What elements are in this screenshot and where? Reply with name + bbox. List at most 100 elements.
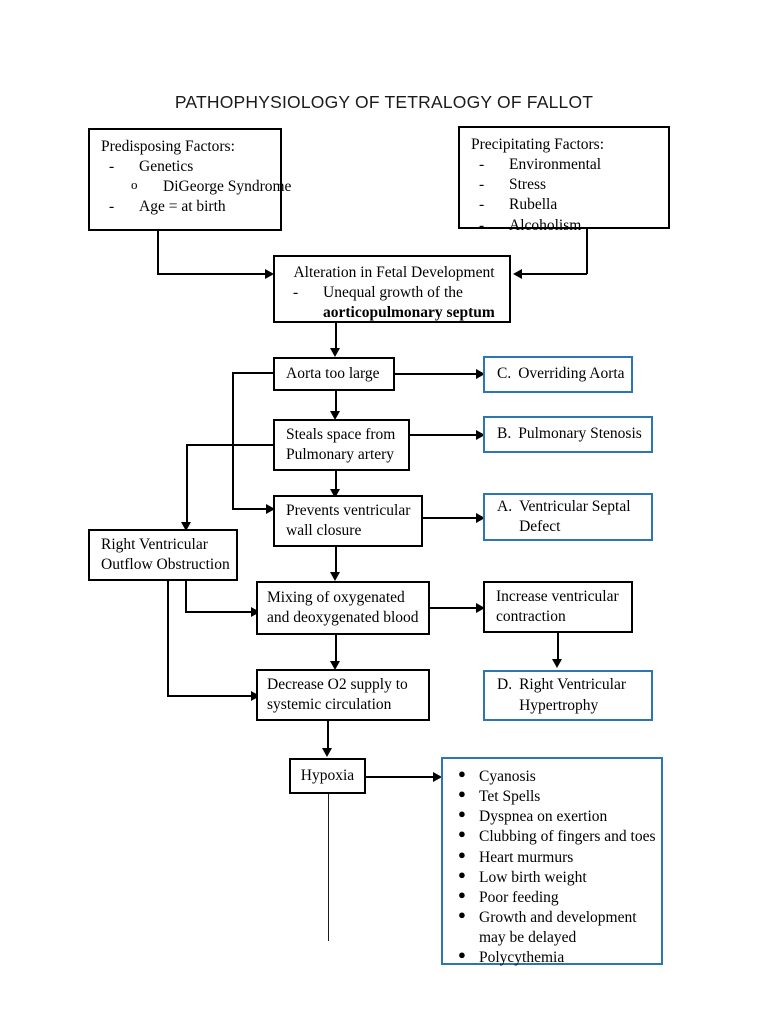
list-item-label: Genetics (139, 158, 194, 176)
bullet-icon: ● (458, 947, 466, 963)
connector-alteration-to-aorta (335, 323, 337, 351)
list-item-label: Age = at birth (139, 198, 226, 216)
node-predisposing-factors: Predisposing Factors: - Genetics o DiGeo… (88, 128, 291, 231)
list-item: - Unequal growth of the (285, 283, 503, 303)
symptom-label: Cyanosis (479, 768, 536, 785)
arrowhead-into-aorta (330, 348, 340, 357)
arrowhead-into-alteration-left (265, 269, 274, 279)
node-increase-ventricular-contraction: Increase ventricular contraction (483, 581, 633, 633)
connector-predisposing-horizontal (157, 273, 268, 275)
list-item: ● Cyanosis (447, 766, 655, 787)
node-right-ventricular-hypertrophy: D. Right Ventricular Hypertrophy (483, 670, 653, 721)
steals-line1: Steals space from (286, 425, 396, 443)
dash-marker: - (479, 156, 485, 174)
arrowhead-into-rvoo (181, 522, 191, 531)
decrease-line1: Decrease O2 supply to (267, 675, 408, 693)
connector-hypoxia-trailing-stem (328, 794, 330, 941)
arrowhead-into-prevents-top (330, 489, 340, 498)
rvoo-line1: Right Ventricular (101, 535, 208, 553)
precipitating-heading: Precipitating Factors: (471, 136, 605, 153)
pulmonary-stenosis-label: Pulmonary Stenosis (518, 425, 642, 443)
list-item: - Genetics (101, 157, 271, 177)
letter-label: A. (497, 497, 513, 515)
connector-rvoo-to-decrease-vertical (167, 581, 169, 696)
predisposing-list: - Genetics o DiGeorge Syndrome - Age = a… (101, 157, 291, 217)
list-item: - Alcoholism (471, 216, 659, 236)
node-pulmonary-stenosis: B. Pulmonary Stenosis (483, 416, 653, 453)
connector-predisposing-vertical (157, 231, 159, 274)
connector-precipitating-vertical (586, 229, 588, 274)
connector-decrease-to-hypoxia (327, 721, 329, 750)
alteration-heading: Alteration in Fetal Development (293, 264, 495, 281)
prevents-line2: wall closure (286, 522, 362, 539)
connector-aorta-left-tap (232, 372, 274, 374)
list-item-label: DiGeorge Syndrome (163, 178, 292, 196)
prevents-line1: Prevents ventricular (286, 501, 411, 519)
connector-prevents-to-vsd (423, 517, 479, 519)
decrease-line2: systemic circulation (267, 696, 392, 713)
hypoxia-label: Hypoxia (300, 766, 355, 784)
arrowhead-into-vsd (476, 513, 485, 523)
node-steals-space: Steals space from Pulmonary artery (273, 419, 410, 471)
connector-rvoo-to-decrease-horizontal (167, 695, 255, 697)
dash-marker: - (293, 284, 299, 302)
arrowhead-into-pulmonary-stenosis (476, 430, 485, 440)
connector-steals-to-prevents (335, 471, 337, 492)
bullet-icon: ● (458, 826, 466, 842)
arrowhead-into-decrease-o2-top (330, 661, 340, 670)
list-item: - Environmental (471, 155, 659, 175)
overriding-aorta-label: Overriding Aorta (518, 365, 625, 383)
list-item: - Age = at birth (101, 197, 271, 217)
node-ventricular-septal-defect: A. Ventricular Septal Defect (483, 493, 653, 541)
bullet-icon: ● (458, 846, 466, 862)
node-aorta-too-large: Aorta too large (273, 357, 395, 391)
arrowhead-into-alteration-right (513, 269, 522, 279)
aorta-label: Aorta too large (286, 364, 380, 382)
node-hypoxia: Hypoxia (289, 758, 366, 794)
symptom-label: Tet Spells (479, 788, 541, 806)
connector-into-prevents-closure (232, 508, 270, 510)
list-item: ● Growth and development may be delayed (447, 907, 655, 948)
list-item: ● Tet Spells (447, 786, 655, 807)
symptom-label: Growth and development (479, 908, 637, 926)
node-mixing-blood: Mixing of oxygenated and deoxygenated bl… (256, 581, 430, 635)
alteration-list: - Unequal growth of the aorticopulmonary… (285, 283, 503, 323)
bullet-icon: ● (458, 886, 466, 902)
symptom-label: Low birth weight (479, 868, 587, 886)
list-item: - Stress (471, 175, 659, 195)
mixing-line2: and deoxygenated blood (267, 609, 419, 626)
arrowhead-into-decrease-o2-left (251, 691, 260, 701)
list-item: - Rubella (471, 195, 659, 215)
list-item-label: Stress (509, 176, 547, 194)
symptom-label: Polycythemia (479, 949, 565, 967)
contraction-line1: Increase ventricular (496, 587, 619, 605)
connector-steals-left-tap (186, 444, 275, 446)
list-item: aorticopulmonary septum (285, 303, 503, 323)
arrowhead-into-symptoms (433, 772, 442, 782)
bullet-icon: ● (458, 766, 466, 781)
node-decrease-o2-supply: Decrease O2 supply to systemic circulati… (256, 669, 430, 721)
connector-rvoo-to-mixing-vertical (185, 581, 187, 612)
list-item: ● Low birth weight (447, 867, 655, 888)
steals-line2: Pulmonary artery (286, 446, 395, 463)
mixing-line1: Mixing of oxygenated (267, 588, 405, 606)
connector-hypoxia-to-symptoms (366, 776, 436, 778)
bullet-icon: ● (458, 806, 466, 822)
symptom-label: Clubbing of fingers and toes (479, 828, 656, 846)
symptom-label: Dyspnea on exertion (479, 808, 608, 826)
list-item: o DiGeorge Syndrome (101, 177, 291, 197)
arrowhead-into-hypoxia (322, 748, 332, 757)
arrowhead-into-mixing-top (330, 572, 340, 581)
contraction-line2: contraction (496, 608, 566, 625)
alteration-line2: aorticopulmonary septum (323, 304, 495, 322)
connector-precipitating-horizontal (521, 273, 587, 275)
connector-rvoo-to-mixing-horizontal (185, 611, 255, 613)
list-item: ● Poor feeding (447, 886, 655, 908)
rvoo-line2: Outflow Obstruction (101, 556, 230, 573)
node-precipitating-factors: Precipitating Factors: - Environmental -… (458, 126, 670, 234)
connector-aorta-left-vertical (232, 372, 234, 509)
arrowhead-into-steals-space (330, 411, 340, 420)
arrowhead-into-increase-contraction (476, 603, 485, 613)
page-title: PATHOPHYSIOLOGY OF TETRALOGY OF FALLOT (174, 92, 594, 112)
letter-label: C. (497, 365, 512, 383)
